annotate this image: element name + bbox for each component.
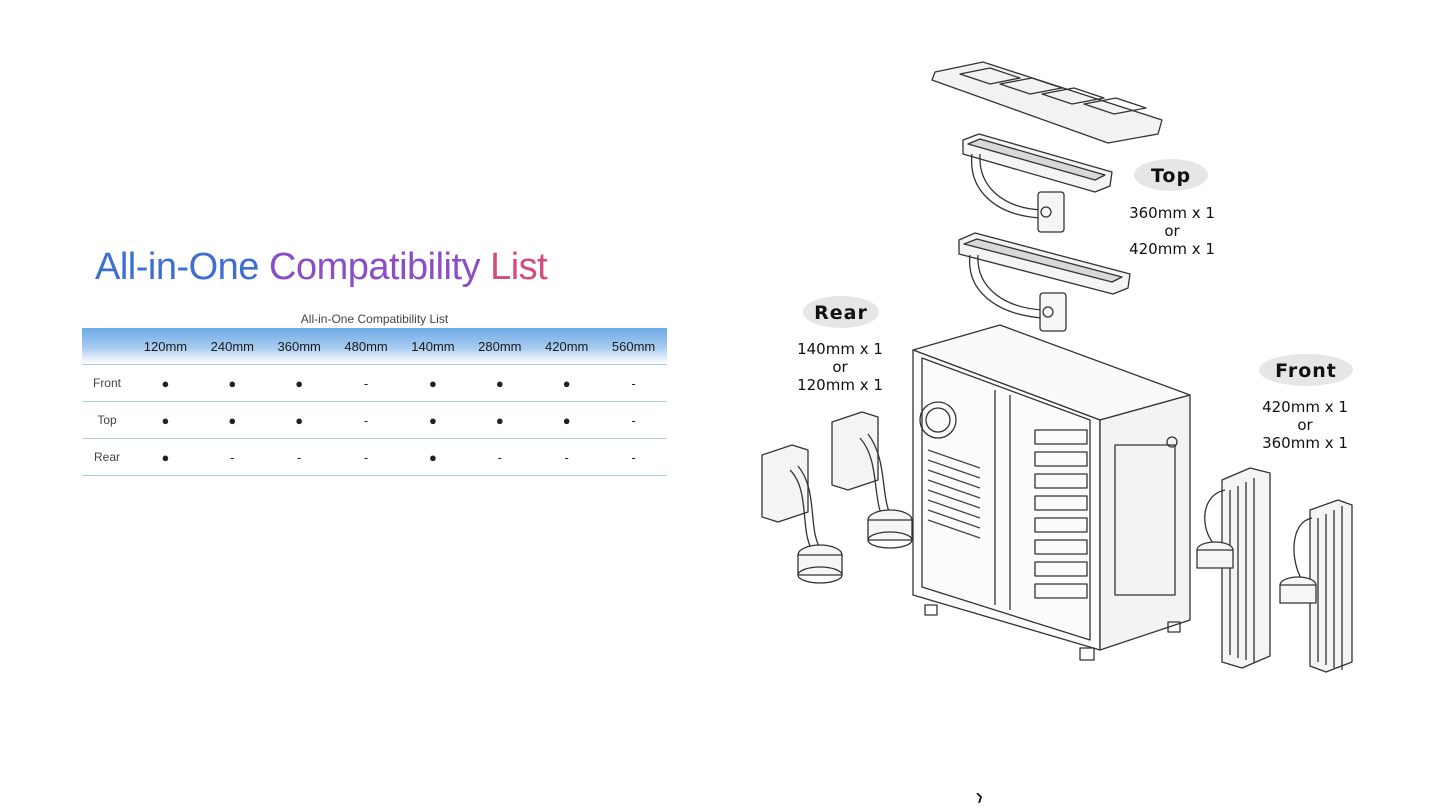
rear-callout: Rear 140mm x 1 or 120mm x 1 [797,296,883,394]
table-cell: - [600,364,667,402]
front-option-or: or [1297,416,1313,434]
rear-option-2: 120mm x 1 [797,376,883,394]
table-cell: - [332,438,400,476]
table-cell: ● [533,364,601,402]
compatibility-table-wrapper: All-in-One Compatibility List 120mm 240m… [82,310,667,476]
top-radiator-1-illustration [962,133,1113,233]
page-heading: All-in-One Compatibility List [95,246,548,289]
rear-label: Rear [814,302,868,324]
header-blank-cell [82,328,132,365]
rear-option-1: 140mm x 1 [797,340,883,358]
front-label-pill [1259,354,1353,386]
header-cell: 420mm [533,328,601,365]
table-cell: ● [132,438,199,476]
table-cell: ● [198,401,266,439]
front-option-1: 420mm x 1 [1262,398,1348,416]
table-cell: ● [132,401,199,439]
rear-radiator-2-illustration [831,411,913,549]
top-label: Top [1151,165,1191,187]
header-cell: 480mm [332,328,400,365]
heading-word-3: List [490,246,548,288]
header-cell: 280mm [466,328,534,365]
header-cell: 240mm [198,328,266,365]
front-label: Front [1275,360,1337,382]
header-cell: 140mm [399,328,467,365]
table-cell: ● [399,364,467,402]
top-label-pill [1134,159,1208,191]
table-cell: ● [466,364,534,402]
rear-radiator-1-illustration [761,444,843,584]
table-cell: ● [198,364,266,402]
table-cell: ● [265,364,333,402]
table-cell: ● [466,401,534,439]
table-cell: - [600,438,667,476]
front-callout: Front 420mm x 1 or 360mm x 1 [1259,354,1353,452]
table-cell: - [332,401,400,439]
row-label: Top [82,401,132,439]
header-cell: 120mm [132,328,199,365]
heading-word-1: All-in-One [95,246,259,288]
table-row: Front ● ● ● - ● ● ● - [82,364,667,402]
front-option-2: 360mm x 1 [1262,434,1348,452]
table-cell: ● [533,401,601,439]
front-radiator-2-illustration [1279,499,1353,673]
table-cell: - [265,438,333,476]
table-cell: - [198,438,266,476]
table-row: Rear ● - - - ● - - - [82,438,667,476]
table-cell: - [533,438,601,476]
table-caption: All-in-One Compatibility List [300,312,449,326]
table-row: Top ● ● ● - ● ● ● - [82,401,667,439]
header-cell: 360mm [265,328,333,365]
table-cell: ● [399,401,467,439]
rear-label-pill [803,296,879,328]
cropped-element-bottom [976,790,983,804]
table-cell: ● [132,364,199,402]
top-callout: Top 360mm x 1 or 420mm x 1 [1129,159,1215,258]
table-header-row: 120mm 240mm 360mm 480mm 140mm 280mm 420m… [82,328,667,365]
header-cell: 560mm [600,328,667,365]
case-exploded-diagram: Top 360mm x 1 or 420mm x 1 Rear 140mm x … [761,61,1353,673]
heading-word-2: Compatibility [269,246,481,288]
case-body-illustration [912,324,1191,661]
table-cell: ● [265,401,333,439]
front-radiator-1-illustration [1196,467,1271,669]
table-cell: - [600,401,667,439]
compatibility-table: 120mm 240mm 360mm 480mm 140mm 280mm 420m… [82,328,667,476]
top-option-2: 420mm x 1 [1129,240,1215,258]
top-radiator-2-illustration [958,232,1131,332]
row-label: Rear [82,438,132,476]
top-option-or: or [1164,222,1180,240]
top-bracket-illustration [931,61,1163,144]
row-label: Front [82,364,132,402]
table-cell: - [332,364,400,402]
table-cell: - [466,438,534,476]
top-option-1: 360mm x 1 [1129,204,1215,222]
table-cell: ● [399,438,467,476]
rear-option-or: or [832,358,848,376]
